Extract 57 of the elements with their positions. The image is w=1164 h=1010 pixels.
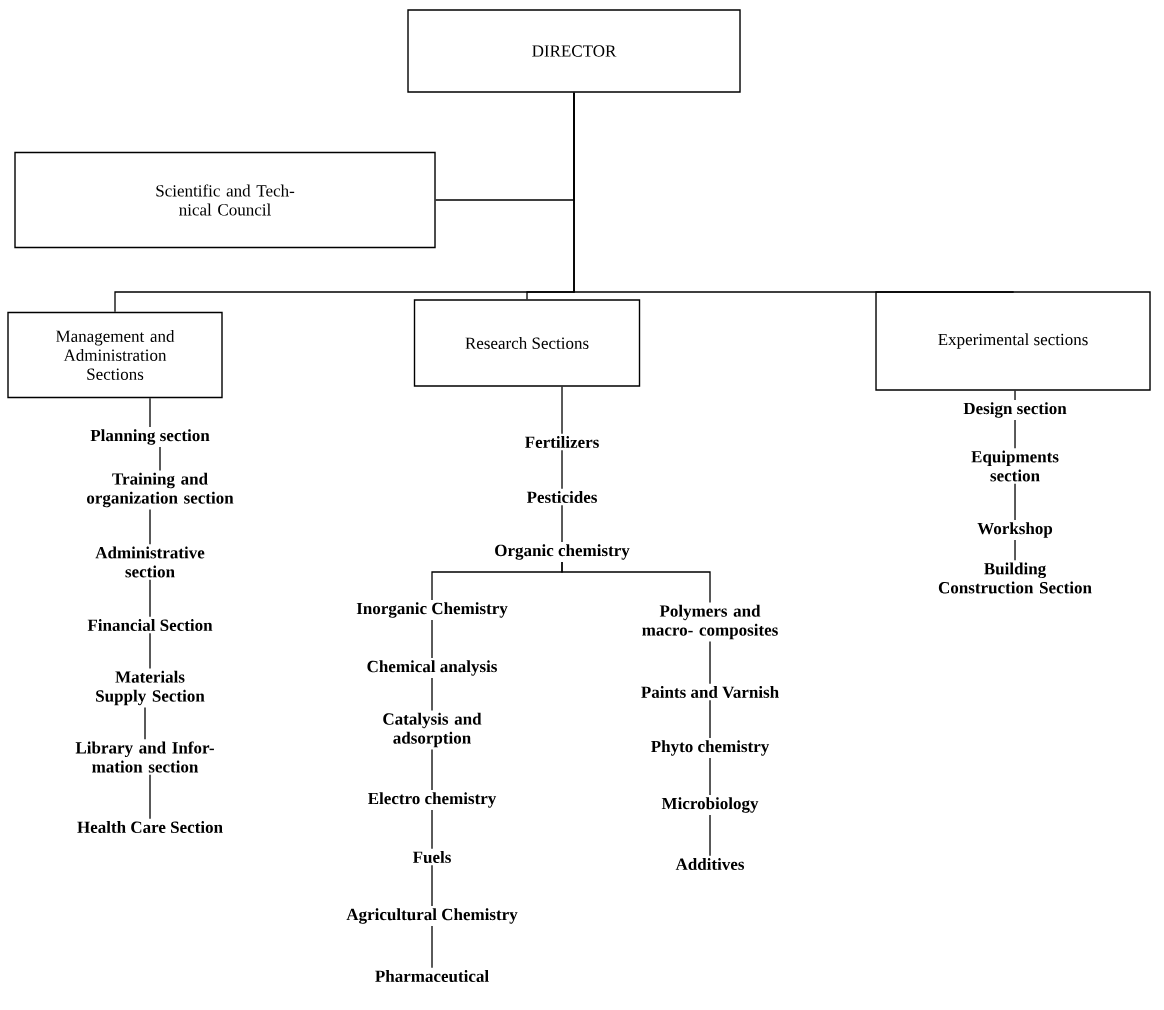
section-label: Organic chemistry [495, 544, 630, 560]
section-label: Design section [963, 402, 1067, 418]
connector-line [431, 864, 433, 907]
section-label: Electro chemistry [368, 792, 497, 808]
section-label: Workshop [977, 522, 1053, 538]
connector-line [431, 925, 433, 969]
connector-line [709, 814, 711, 857]
org-box: Research Sections [413, 299, 641, 387]
section-label: Catalysis and adsorption [383, 712, 482, 748]
connector-line [561, 449, 563, 490]
section-label: Health Care Section [77, 821, 223, 833]
section-label: Chemical analysis [367, 660, 497, 676]
connector-line [709, 640, 711, 685]
org-box: DIRECTOR [407, 9, 741, 93]
connector-line [709, 699, 711, 739]
section-label: Financial Section [87, 619, 213, 631]
org-box: Scientific and Tech- nical Council [14, 151, 436, 249]
connector-line [1014, 419, 1016, 449]
connector-line [149, 508, 151, 545]
section-label: Library and Infor- mation section [75, 741, 214, 773]
connector-line [1014, 483, 1016, 521]
connector-line [573, 92, 1014, 293]
connector-line [431, 748, 433, 791]
org-box: Management and Administration Sections [7, 311, 223, 399]
connector-line [431, 619, 433, 659]
section-label: Agricultural Chemistry [346, 908, 518, 924]
connector-line [431, 677, 433, 712]
connector-line [149, 774, 151, 820]
section-label: Phyto chemistry [651, 740, 770, 756]
connector-line [149, 397, 151, 428]
section-label: Inorganic Chemistry [356, 602, 508, 618]
section-label: Training and organization section [87, 472, 234, 508]
connector-line [149, 632, 151, 670]
section-label: Polymers and macro- composites [642, 604, 778, 640]
connector-line [431, 809, 433, 850]
section-label: Building Construction Section [938, 562, 1092, 594]
org-box: Experimental sections [875, 291, 1151, 391]
connector-line [709, 757, 711, 796]
section-label: Planning section [90, 429, 210, 445]
connector-line [561, 386, 563, 435]
connector-line [149, 579, 151, 618]
section-label: Fuels [412, 851, 451, 863]
connector-line [1014, 539, 1016, 561]
section-label: Pharmaceutical [375, 970, 489, 982]
section-label: Microbiology [661, 797, 759, 813]
connector-line [561, 504, 563, 543]
section-label: Pesticides [526, 491, 597, 503]
connector-line [1014, 390, 1016, 401]
connector-line [561, 561, 711, 604]
section-label: Paints and Varnish [641, 686, 779, 699]
connector-line [144, 706, 146, 740]
section-label: Fertilizers [525, 436, 599, 448]
section-label: Equipments section [971, 450, 1059, 482]
connector-line [159, 446, 161, 472]
section-label: Administrative section [95, 546, 205, 578]
section-label: Additives [675, 858, 745, 870]
section-label: Materials Supply Section [96, 670, 205, 706]
